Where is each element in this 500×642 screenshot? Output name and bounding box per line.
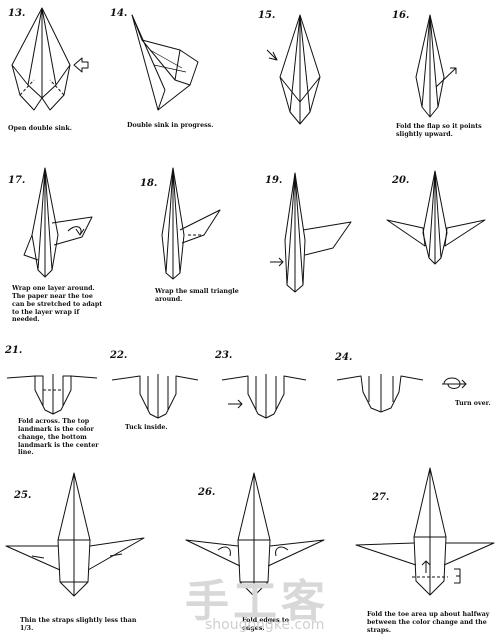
step-13-diagram	[11, 7, 89, 111]
step-22-diagram	[111, 374, 199, 419]
step-15-diagram	[266, 14, 321, 125]
step-caption: Fold the toe area up about halfway betwe…	[367, 611, 490, 634]
step-caption: Thin the straps slightly less than 1/3.	[20, 617, 137, 632]
step-number: 27.	[372, 492, 390, 503]
step-caption: Double sink in progress.	[127, 122, 214, 129]
step-caption: Fold across. The top landmark is the col…	[18, 418, 99, 457]
step-caption: Open double sink.	[8, 125, 72, 132]
step-caption: Turn over.	[455, 400, 491, 407]
watermark-logo: 手工客	[185, 576, 329, 627]
step-18-diagram	[161, 167, 221, 280]
step-25-diagram	[5, 472, 145, 597]
step-caption: Tuck inside.	[125, 424, 168, 431]
step-27-diagram	[355, 467, 495, 596]
step-number: 17.	[8, 175, 26, 186]
step-number: 24.	[335, 352, 353, 363]
step-number: 13.	[8, 8, 26, 19]
step-number: 19.	[265, 175, 283, 186]
step-number: 15.	[258, 10, 276, 21]
step-caption: Fold the flap so it points slightly upwa…	[396, 123, 482, 138]
step-number: 23.	[215, 350, 233, 361]
step-20-diagram	[386, 170, 486, 265]
step-caption: Wrap one layer around. The paper near th…	[12, 285, 103, 324]
step-number: 22.	[110, 350, 128, 361]
step-23-diagram	[221, 374, 307, 419]
step-16-diagram	[415, 14, 457, 118]
step-number: 21.	[5, 345, 23, 356]
watermark-site: shougongke.com	[205, 617, 325, 633]
step-21-diagram	[6, 374, 98, 415]
step-14-diagram	[131, 14, 199, 111]
turn-over-icon	[442, 377, 467, 389]
step-24-diagram	[336, 374, 424, 413]
step-caption: Fold edges to edges.	[242, 617, 289, 632]
step-19-diagram	[270, 172, 352, 293]
step-number: 20.	[392, 175, 410, 186]
step-number: 14.	[110, 8, 128, 19]
step-number: 18.	[140, 178, 158, 189]
step-17-diagram	[23, 167, 93, 278]
step-number: 25.	[14, 490, 32, 501]
step-number: 16.	[392, 10, 410, 21]
step-caption: Wrap the small triangle around.	[155, 288, 239, 303]
step-number: 26.	[198, 487, 216, 498]
step-26-diagram	[185, 472, 325, 597]
